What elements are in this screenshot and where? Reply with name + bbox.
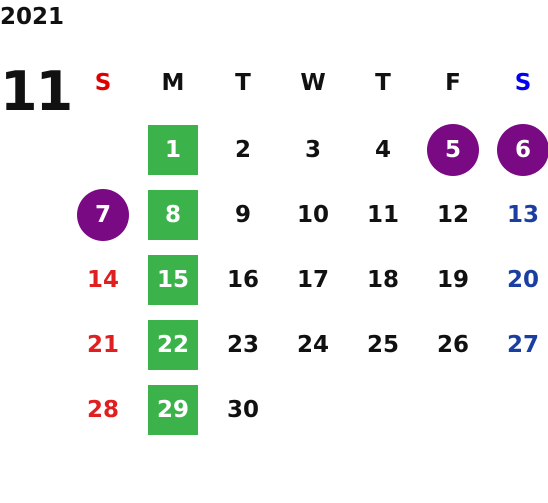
week-row: 28 29 30 [68,382,548,438]
day-cell: 29 [138,382,208,438]
day-cell: 1 [138,122,208,178]
day-green: 8 [148,190,198,240]
week-row: 14 15 16 17 18 19 20 [68,252,548,308]
day-cell: 19 [436,267,469,293]
day-cell: 10 [296,202,329,228]
day-cell: 6 [488,122,548,178]
day-cell: 11 [366,202,399,228]
weekday-wednesday: W [300,70,326,96]
day-cell: 9 [234,202,251,228]
day-purple: 6 [497,124,548,176]
day-cell: 4 [374,137,391,163]
day-cell: 24 [296,332,329,358]
month-number: 11 [0,60,73,123]
day-cell: 14 [86,267,119,293]
day-cell: 20 [506,267,539,293]
day-purple: 7 [77,189,129,241]
day-cell: 25 [366,332,399,358]
weekday-tuesday: T [235,70,251,96]
day-cell: 7 [68,187,138,243]
weekday-saturday: S [514,70,532,96]
weekday-sunday: S [94,70,112,96]
day-cell: 5 [418,122,488,178]
day-green: 22 [148,320,198,370]
day-cell: 3 [304,137,321,163]
weekday-header-row: S M T W T F S [68,55,548,111]
day-cell: 8 [138,187,208,243]
day-green: 1 [148,125,198,175]
year-label: 2021 [0,4,65,30]
day-cell: 28 [86,397,119,423]
day-cell: 15 [138,252,208,308]
day-cell: 17 [296,267,329,293]
day-cell: 21 [86,332,119,358]
day-cell: 18 [366,267,399,293]
day-cell: 12 [436,202,469,228]
weekday-monday: M [161,70,185,96]
week-row: 7 8 9 10 11 12 13 [68,187,548,243]
day-cell: 30 [226,397,259,423]
day-green: 29 [148,385,198,435]
day-cell: 13 [506,202,539,228]
day-cell [68,122,138,178]
day-cell: 16 [226,267,259,293]
day-cell: 2 [234,137,251,163]
day-green: 15 [148,255,198,305]
week-row: 1 2 3 4 5 6 [68,122,548,178]
day-cell: 23 [226,332,259,358]
week-row: 21 22 23 24 25 26 27 [68,317,548,373]
day-cell: 26 [436,332,469,358]
day-cell: 27 [506,332,539,358]
day-purple: 5 [427,124,479,176]
weekday-friday: F [445,70,461,96]
day-cell: 22 [138,317,208,373]
weekday-thursday: T [375,70,391,96]
